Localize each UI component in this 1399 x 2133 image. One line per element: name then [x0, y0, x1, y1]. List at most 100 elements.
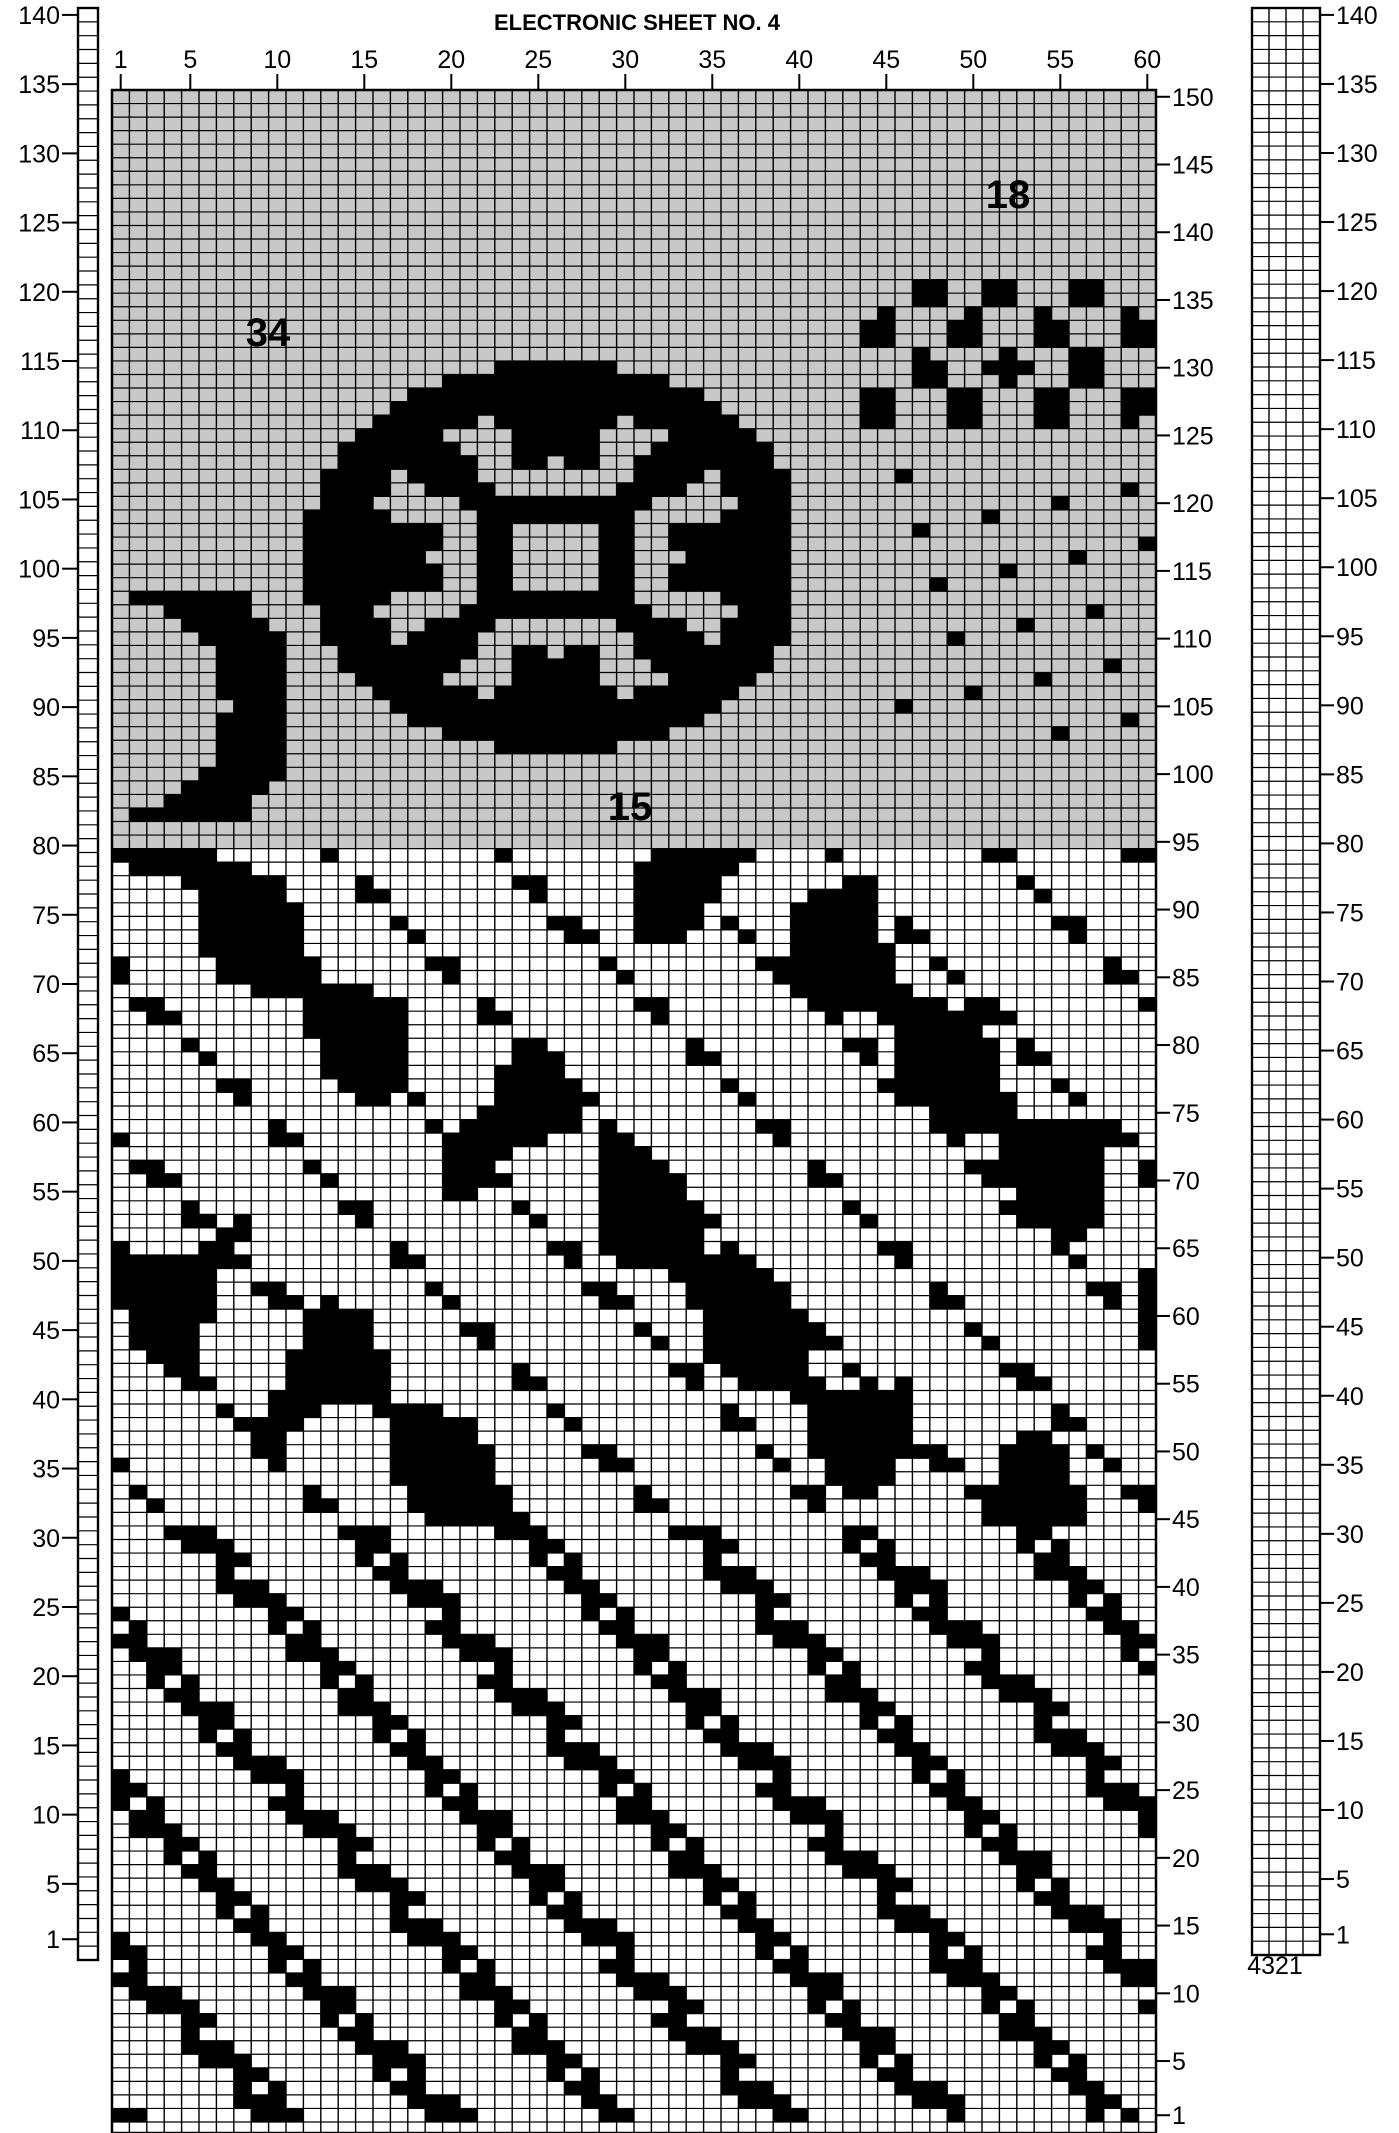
ruler-label: 115: [20, 348, 60, 376]
ruler-label: 120: [18, 279, 60, 307]
stitch-label: 35: [698, 46, 726, 74]
ruler-label: 105: [18, 486, 60, 514]
right-ruler-bottom-label: 4321: [1247, 1952, 1303, 1980]
row-label: 35: [1172, 1642, 1200, 1670]
row-label: 1: [1172, 2102, 1186, 2130]
ruler-label: 130: [18, 140, 60, 168]
ruler-label: 35: [32, 1456, 60, 1484]
stitch-label: 20: [437, 46, 465, 74]
row-label: 110: [1172, 626, 1212, 654]
ruler-label: 35: [1336, 1452, 1364, 1480]
row-label: 120: [1172, 490, 1214, 518]
row-label: 70: [1172, 1168, 1200, 1196]
ruler-label: 65: [32, 1040, 60, 1068]
stitch-label: 40: [785, 46, 813, 74]
ruler-label: 40: [1336, 1383, 1364, 1411]
row-label: 95: [1172, 829, 1200, 857]
ruler-label: 55: [32, 1179, 60, 1207]
ruler-label: 120: [1336, 278, 1378, 306]
ruler-label: 50: [32, 1248, 60, 1276]
row-label: 10: [1172, 1980, 1200, 2008]
ruler-label: 135: [1336, 71, 1378, 99]
ruler-label: 100: [1336, 554, 1378, 582]
row-label: 85: [1172, 964, 1200, 992]
row-label: 150: [1172, 84, 1214, 112]
row-label: 125: [1172, 422, 1214, 450]
row-label: 75: [1172, 1100, 1200, 1128]
ruler-label: 125: [18, 210, 60, 238]
row-label: 15: [1172, 1913, 1200, 1941]
grid-lines: [112, 90, 1156, 2133]
ruler-label: 140: [1336, 2, 1378, 30]
row-label: 55: [1172, 1371, 1200, 1399]
ruler-label: 5: [46, 1871, 60, 1899]
ruler-label: 85: [32, 763, 60, 791]
row-label: 115: [1172, 558, 1212, 586]
ruler-label: 1: [46, 1926, 60, 1954]
ruler-label: 105: [1336, 485, 1378, 513]
ruler-label: 80: [32, 833, 60, 861]
row-label: 50: [1172, 1438, 1200, 1466]
ruler-label: 10: [32, 1802, 60, 1830]
ruler-label: 95: [1336, 623, 1364, 651]
stitch-label: 15: [350, 46, 378, 74]
row-label: 140: [1172, 219, 1214, 247]
ruler-label: 110: [20, 417, 60, 445]
row-label: 20: [1172, 1845, 1200, 1873]
ruler-label: 50: [1336, 1245, 1364, 1273]
ruler-label: 140: [18, 2, 60, 30]
region-label-34: 34: [246, 311, 291, 355]
row-label: 5: [1172, 2048, 1186, 2076]
ruler-label: 90: [1336, 692, 1364, 720]
row-label: 105: [1172, 693, 1214, 721]
row-label: 135: [1172, 287, 1214, 315]
ruler-label: 95: [32, 625, 60, 653]
row-label: 60: [1172, 1303, 1200, 1331]
ruler-label: 60: [1336, 1107, 1364, 1135]
stitch-label: 1: [114, 46, 128, 74]
stitch-label: 60: [1133, 46, 1161, 74]
ruler-label: 5: [1336, 1866, 1350, 1894]
ruler-label: 90: [32, 694, 60, 722]
ruler-label: 110: [1336, 416, 1376, 444]
ruler-label: 45: [32, 1317, 60, 1345]
row-label: 65: [1172, 1235, 1200, 1263]
stitch-label: 25: [524, 46, 552, 74]
ruler-label: 135: [18, 71, 60, 99]
ruler-label: 15: [32, 1732, 60, 1760]
row-label: 45: [1172, 1506, 1200, 1534]
ruler-label: 130: [1336, 140, 1378, 168]
ruler-label: 100: [18, 556, 60, 584]
ruler-label: 25: [1336, 1590, 1364, 1618]
stitch-label: 5: [183, 46, 197, 74]
ruler-label: 30: [1336, 1521, 1364, 1549]
ruler-label: 65: [1336, 1038, 1364, 1066]
ruler-label: 60: [32, 1109, 60, 1137]
ruler-label: 70: [32, 971, 60, 999]
stitch-label: 55: [1046, 46, 1074, 74]
ruler-label: 115: [1336, 347, 1376, 375]
ruler-label: 20: [32, 1663, 60, 1691]
row-label: 40: [1172, 1574, 1200, 1602]
ruler-label: 55: [1336, 1176, 1364, 1204]
row-label: 30: [1172, 1709, 1200, 1737]
row-label: 25: [1172, 1777, 1200, 1805]
ruler-label: 85: [1336, 761, 1364, 789]
stitch-label: 30: [611, 46, 639, 74]
ruler-label: 15: [1336, 1728, 1364, 1756]
ruler-label: 75: [32, 902, 60, 930]
row-label: 80: [1172, 1032, 1200, 1060]
ruler-label: 25: [32, 1594, 60, 1622]
ruler-label: 20: [1336, 1659, 1364, 1687]
sheet-title: ELECTRONIC SHEET NO. 4: [494, 10, 781, 35]
region-label-15: 15: [608, 785, 653, 829]
ruler-label: 45: [1336, 1314, 1364, 1342]
ruler-label: 125: [1336, 209, 1378, 237]
ruler-label: 80: [1336, 830, 1364, 858]
row-label: 90: [1172, 897, 1200, 925]
ruler-label: 70: [1336, 969, 1364, 997]
ruler-label: 75: [1336, 899, 1364, 927]
row-label: 145: [1172, 152, 1214, 180]
row-label: 100: [1172, 761, 1214, 789]
